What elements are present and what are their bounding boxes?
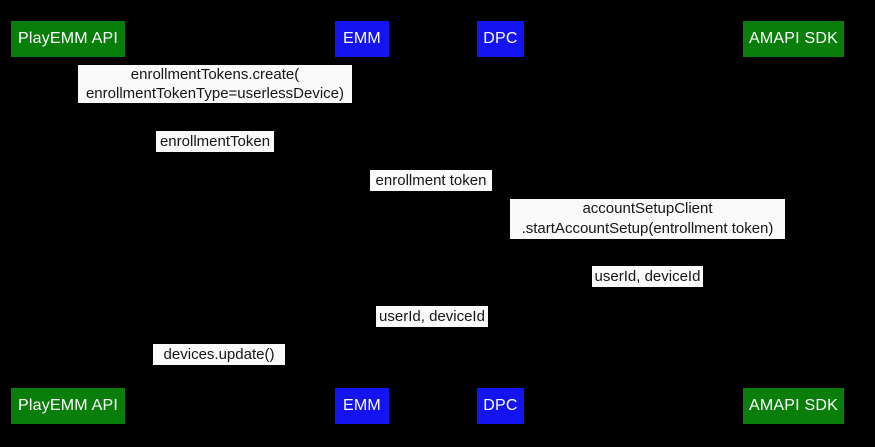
- message-devices-update: devices.update(): [153, 344, 285, 365]
- actor-playemm-api-bottom: PlayEMM API: [11, 388, 125, 424]
- actor-playemm-api-top: PlayEMM API: [11, 21, 125, 57]
- lifeline-playemm-api: [68, 57, 69, 388]
- actor-emm-bottom: EMM: [335, 388, 389, 424]
- actor-emm-top: EMM: [335, 21, 389, 57]
- message-enrollment-token-response: enrollmentToken: [156, 131, 274, 152]
- actor-amapi-sdk-top: AMAPI SDK: [743, 21, 844, 57]
- message-line: userId, deviceId: [594, 268, 701, 285]
- actor-dpc-bottom: DPC: [477, 388, 524, 424]
- message-userid-deviceid-forward: userId, deviceId: [376, 306, 488, 327]
- lifeline-emm: [361, 57, 362, 388]
- message-line: enrollment token: [375, 172, 487, 189]
- lifeline-dpc: [500, 57, 501, 388]
- message-line: devices.update(): [163, 346, 275, 363]
- message-line: .startAccountSetup(entrollment token): [521, 220, 774, 237]
- message-userid-deviceid-response: userId, deviceId: [592, 266, 703, 287]
- message-line: accountSetupClient: [582, 200, 713, 217]
- message-line: userId, deviceId: [379, 308, 485, 325]
- message-line: enrollmentTokens.create(: [130, 66, 300, 83]
- message-start-account-setup: accountSetupClient .startAccountSetup(en…: [510, 199, 785, 239]
- actor-dpc-top: DPC: [477, 21, 524, 57]
- lifeline-amapi-sdk: [793, 57, 794, 388]
- message-enrollment-token-forward: enrollment token: [370, 170, 492, 191]
- message-line: enrollmentToken: [159, 133, 271, 150]
- actor-amapi-sdk-bottom: AMAPI SDK: [743, 388, 844, 424]
- message-line: enrollmentTokenType=userlessDevice): [85, 85, 345, 102]
- message-enrollment-tokens-create: enrollmentTokens.create( enrollmentToken…: [78, 65, 352, 103]
